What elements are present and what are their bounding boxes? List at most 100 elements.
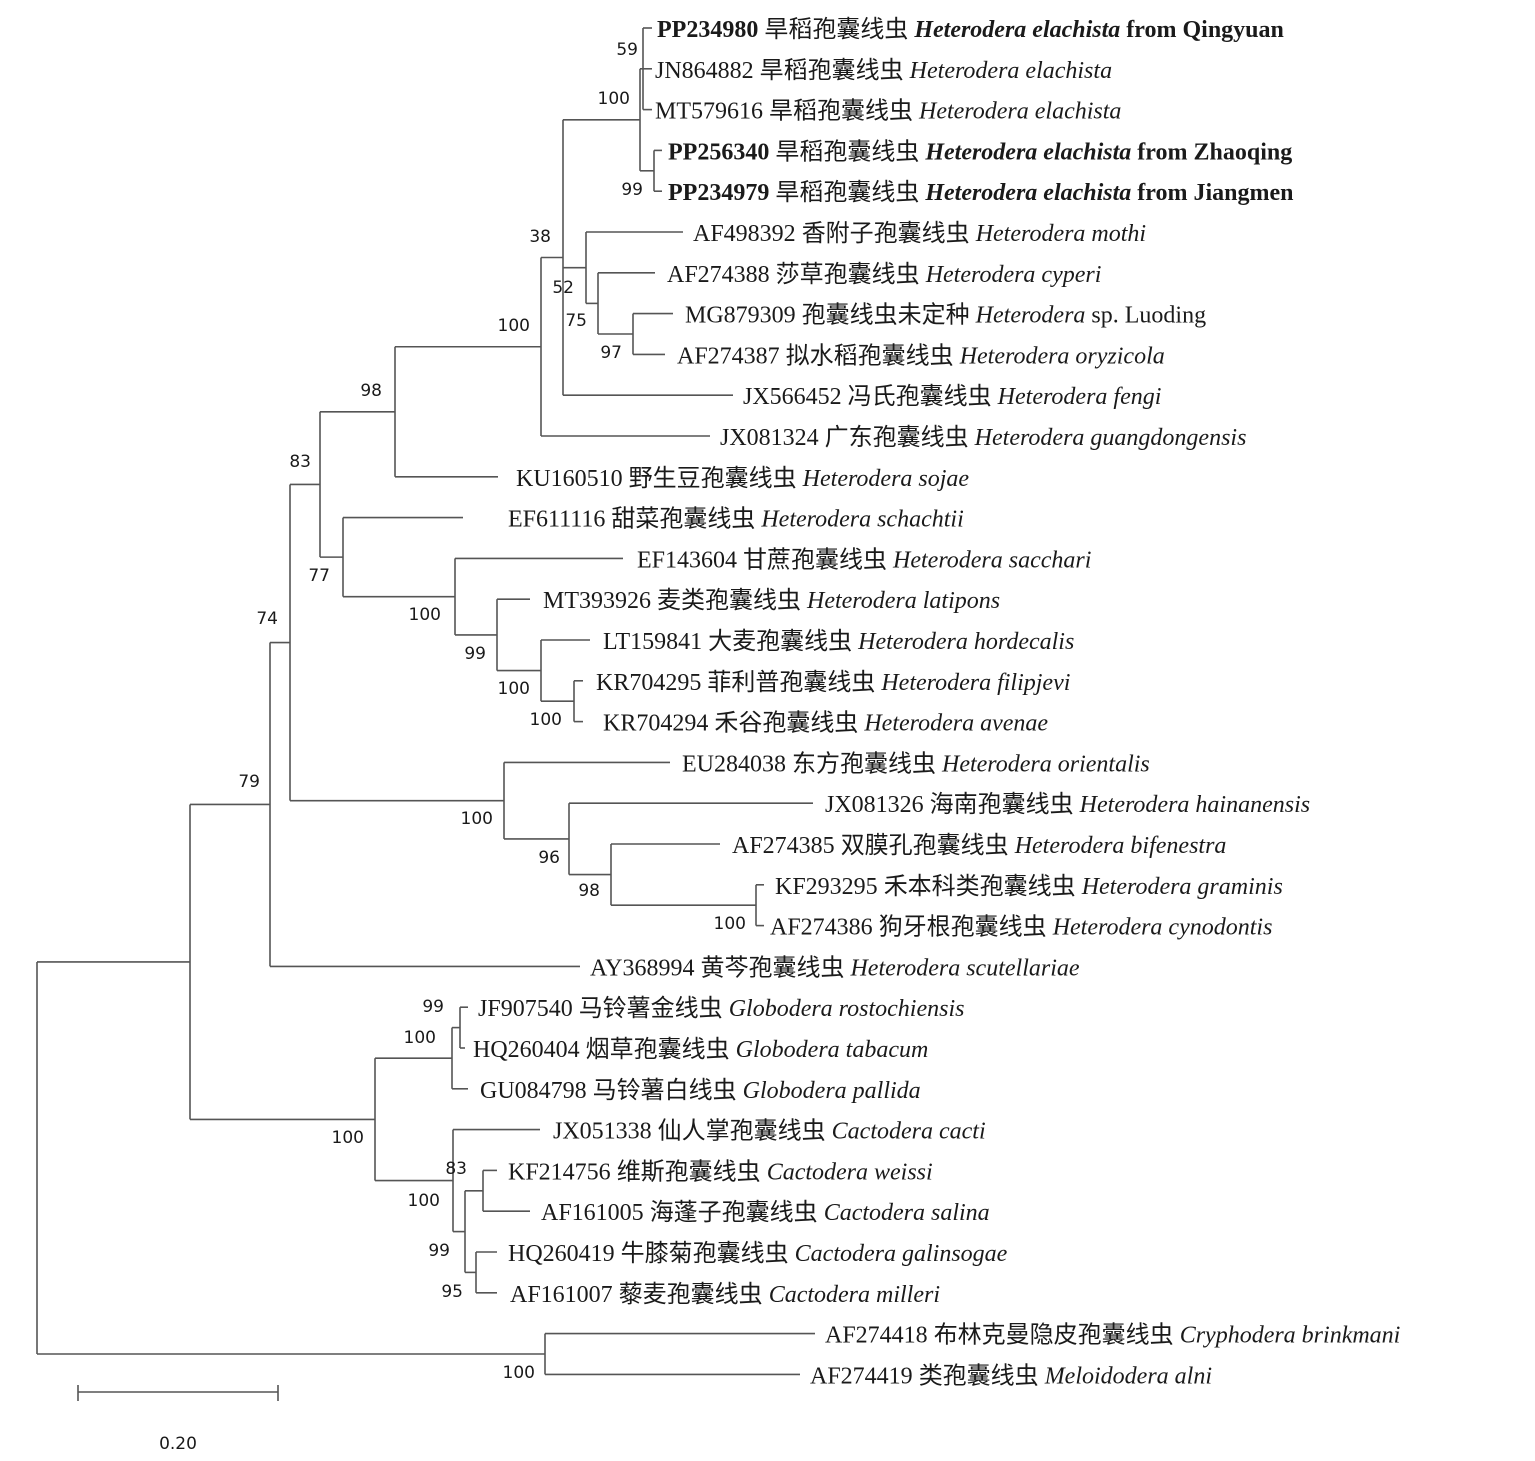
taxon-label: GU084798 马铃薯白线虫 Globodera pallida xyxy=(480,1077,921,1104)
taxon-cn: 广东孢囊线虫 xyxy=(819,424,969,451)
bootstrap-value: 52 xyxy=(552,278,574,298)
taxon-cn: 旱稻孢囊线虫 xyxy=(763,98,913,125)
taxon-acc: EF143604 xyxy=(637,547,737,573)
taxon-cn: 莎草孢囊线虫 xyxy=(770,261,920,288)
taxon-cn: 双膜孔孢囊线虫 xyxy=(835,832,1009,859)
taxon-label: MG879309 孢囊线虫未定种 Heterodera sp. Luoding xyxy=(685,302,1206,329)
bootstrap-value: 100 xyxy=(404,1028,436,1048)
taxon-label: KF293295 禾本科类孢囊线虫 Heterodera graminis xyxy=(775,873,1283,900)
taxon-label: AF274387 拟水稻孢囊线虫 Heterodera oryzicola xyxy=(677,342,1165,369)
bootstrap-value: 98 xyxy=(578,881,600,901)
taxon-cn: 狗牙根孢囊线虫 xyxy=(873,914,1047,941)
taxon-cn: 类孢囊线虫 xyxy=(913,1362,1039,1389)
taxon-sci: Cryphodera brinkmani xyxy=(1174,1323,1401,1349)
taxon-label: AF498392 香附子孢囊线虫 Heterodera mothi xyxy=(693,220,1146,247)
taxon-sci: Heterodera bifenestra xyxy=(1009,833,1227,859)
taxon-cn: 香附子孢囊线虫 xyxy=(796,220,970,247)
taxon-sci: Heterodera filipjevi xyxy=(875,670,1070,696)
taxon-cn: 孢囊线虫未定种 xyxy=(796,302,970,329)
bootstrap-value: 83 xyxy=(289,452,311,472)
bootstrap-value: 97 xyxy=(600,343,622,363)
taxon-cn: 旱稻孢囊线虫 xyxy=(754,57,904,84)
taxon-sci: Heterodera elachista xyxy=(913,99,1121,125)
taxon-sci: Heterodera hordecalis xyxy=(852,629,1074,655)
bootstrap-value: 95 xyxy=(441,1282,463,1302)
taxon-acc: JX051338 xyxy=(553,1119,652,1145)
taxon-label: KU160510 野生豆孢囊线虫 Heterodera sojae xyxy=(516,465,969,492)
taxon-label: KF214756 维斯孢囊线虫 Cactodera weissi xyxy=(508,1158,933,1185)
taxon-label: JF907540 马铃薯金线虫 Globodera rostochiensis xyxy=(478,995,964,1022)
bootstrap-value: 100 xyxy=(498,316,530,336)
bootstrap-value: 59 xyxy=(616,40,638,60)
bootstrap-value: 77 xyxy=(308,566,330,586)
taxon-sci: Cactodera galinsogae xyxy=(789,1241,1008,1267)
taxon-acc: KF293295 xyxy=(775,874,878,900)
taxon-label: EU284038 东方孢囊线虫 Heterodera orientalis xyxy=(682,750,1150,777)
taxon-acc: AF274386 xyxy=(770,915,873,941)
bootstrap-value: 100 xyxy=(461,809,493,829)
taxon-acc: JX081324 xyxy=(720,425,819,451)
bootstrap-value: 100 xyxy=(714,914,746,934)
tree-branches xyxy=(36,27,815,1376)
taxon-cn: 冯氏孢囊线虫 xyxy=(842,383,992,410)
taxon-sci: Heterodera guangdongensis xyxy=(969,425,1247,451)
taxon-acc: KU160510 xyxy=(516,466,623,492)
taxon-label: EF143604 甘蔗孢囊线虫 Heterodera sacchari xyxy=(637,546,1091,573)
taxon-label: AF274418 布林克曼隐皮孢囊线虫 Cryphodera brinkmani xyxy=(825,1322,1400,1349)
taxon-sci: Heterodera fengi xyxy=(992,384,1162,410)
bootstrap-value: 100 xyxy=(530,710,562,730)
taxon-suffix: from Jiangmen xyxy=(1131,180,1293,206)
taxon-cn: 仙人掌孢囊线虫 xyxy=(652,1118,826,1145)
taxon-label: KR704295 菲利普孢囊线虫 Heterodera filipjevi xyxy=(596,669,1070,696)
taxon-sci: Globodera pallida xyxy=(737,1078,921,1104)
taxon-cn: 甘蔗孢囊线虫 xyxy=(737,546,887,573)
taxon-cn: 马铃薯金线虫 xyxy=(573,995,723,1022)
taxon-label: AF274419 类孢囊线虫 Meloidodera alni xyxy=(810,1362,1212,1389)
taxon-acc: AF274418 xyxy=(825,1323,928,1349)
taxon-sci: Heterodera elachista xyxy=(919,139,1131,165)
bootstrap-value: 83 xyxy=(445,1159,467,1179)
bootstrap-value: 99 xyxy=(428,1241,450,1261)
taxon-sci: Globodera rostochiensis xyxy=(723,996,965,1022)
bootstrap-value: 96 xyxy=(538,848,560,868)
taxon-acc: AF274385 xyxy=(732,833,835,859)
taxon-sci: Cactodera milleri xyxy=(763,1282,940,1308)
taxon-acc: EU284038 xyxy=(682,751,786,777)
scale-bar-label: 0.20 xyxy=(159,1434,197,1454)
bootstrap-value: 100 xyxy=(498,679,530,699)
taxon-sci: Heterodera scutellariae xyxy=(844,955,1079,981)
taxon-acc: KR704295 xyxy=(596,670,701,696)
bootstrap-value: 100 xyxy=(503,1363,535,1383)
taxon-label: PP256340 旱稻孢囊线虫 Heterodera elachista fro… xyxy=(668,138,1292,165)
bootstrap-value: 99 xyxy=(422,997,444,1017)
bootstrap-value: 38 xyxy=(529,227,551,247)
taxon-cn: 拟水稻孢囊线虫 xyxy=(780,342,954,369)
taxon-sci: Heterodera orientalis xyxy=(936,751,1150,777)
taxon-sci: Heterodera avenae xyxy=(858,711,1048,737)
taxon-label: JX051338 仙人掌孢囊线虫 Cactodera cacti xyxy=(553,1118,986,1145)
bootstrap-value: 98 xyxy=(360,381,382,401)
taxon-cn: 黄芩孢囊线虫 xyxy=(694,954,844,981)
taxon-acc: AF274387 xyxy=(677,343,780,369)
taxon-sci: Heterodera cynodontis xyxy=(1047,915,1273,941)
taxon-cn: 烟草孢囊线虫 xyxy=(580,1036,730,1063)
taxon-acc: AF161005 xyxy=(541,1200,644,1226)
taxon-acc: KF214756 xyxy=(508,1159,611,1185)
taxon-sci: Cactodera weissi xyxy=(761,1159,933,1185)
taxon-label: AF161005 海蓬子孢囊线虫 Cactodera salina xyxy=(541,1199,990,1226)
taxon-cn: 大麦孢囊线虫 xyxy=(702,628,852,655)
taxon-label: HQ260404 烟草孢囊线虫 Globodera tabacum xyxy=(473,1036,928,1063)
taxon-label: AY368994 黄芩孢囊线虫 Heterodera scutellariae xyxy=(590,954,1080,981)
taxon-sci: Heterodera mothi xyxy=(970,221,1146,247)
taxon-sci: Meloidodera alni xyxy=(1039,1363,1212,1389)
taxon-label: JX081324 广东孢囊线虫 Heterodera guangdongensi… xyxy=(720,424,1246,451)
taxon-cn: 海蓬子孢囊线虫 xyxy=(644,1199,818,1226)
taxon-cn: 菲利普孢囊线虫 xyxy=(701,669,875,696)
taxon-label: HQ260419 牛膝菊孢囊线虫 Cactodera galinsogae xyxy=(508,1240,1008,1267)
taxon-acc: AF161007 xyxy=(510,1282,613,1308)
taxon-suffix: sp. Luoding xyxy=(1085,303,1206,329)
taxon-acc: AF498392 xyxy=(693,221,796,247)
taxon-acc: GU084798 xyxy=(480,1078,587,1104)
taxon-sci: Heterodera cyperi xyxy=(920,262,1102,288)
taxon-sci: Heterodera elachista xyxy=(904,58,1112,84)
